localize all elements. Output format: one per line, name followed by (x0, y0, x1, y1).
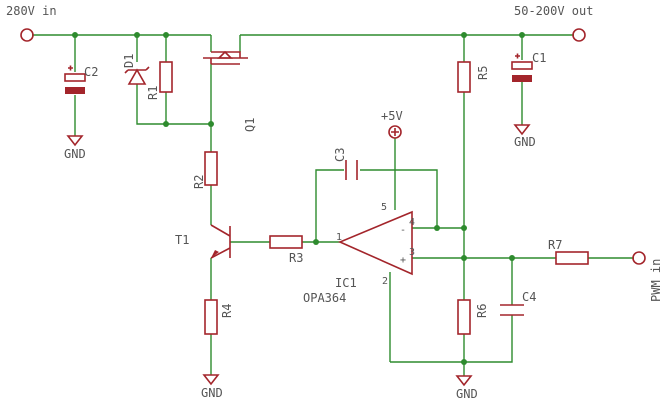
capacitor-c3 (345, 160, 358, 180)
pin-3: 3 (409, 247, 415, 258)
pin-5: 5 (381, 202, 387, 213)
label-output: 50-200V out (514, 4, 593, 18)
gnd-symbols (66, 124, 531, 387)
resistor-r3 (269, 235, 303, 249)
label-input: 280V in (6, 4, 57, 18)
opamp-plus: + (400, 255, 406, 266)
resistor-r4 (204, 299, 218, 335)
gnd-main (455, 375, 473, 387)
label-r3: R3 (289, 251, 303, 265)
label-c2: C2 (84, 65, 98, 79)
resistor-r1 (159, 61, 173, 93)
output-port (572, 28, 586, 42)
vcc-symbol (388, 125, 402, 139)
input-port (20, 28, 34, 42)
pwm-port (632, 251, 646, 265)
label-r6: R6 (475, 304, 489, 318)
capacitor-c4 (500, 304, 524, 316)
label-d1: D1 (122, 54, 136, 68)
label-ic1-value: OPA364 (303, 291, 346, 305)
label-q1: Q1 (243, 118, 257, 132)
label-r5: R5 (476, 66, 490, 80)
pin-1: 1 (336, 232, 342, 243)
label-gnd-c2: GND (64, 147, 86, 161)
label-t1: T1 (175, 233, 189, 247)
label-gnd-c1: GND (514, 135, 536, 149)
opamp-minus: - (400, 225, 406, 236)
label-r2: R2 (192, 175, 206, 189)
resistor-r2 (204, 151, 218, 186)
label-c4: C4 (522, 290, 536, 304)
capacitor-c1 (511, 53, 533, 82)
zener-diode-d1 (124, 66, 150, 85)
resistor-r5 (457, 61, 471, 93)
pin-4: 4 (409, 217, 415, 228)
capacitor-c2 (64, 65, 86, 94)
label-gnd-main: GND (456, 387, 478, 401)
gnd-t1 (202, 374, 220, 386)
label-c3: C3 (333, 148, 347, 162)
labels: 280V in 50-200V out PWM in C2 C1 D1 R1 Q… (6, 4, 663, 401)
label-r1: R1 (146, 86, 160, 100)
pin-2: 2 (382, 276, 388, 287)
label-gnd-t1: GND (201, 386, 223, 400)
gnd-c1 (513, 124, 531, 136)
label-pwm: PWM in (649, 259, 663, 302)
label-r4: R4 (220, 304, 234, 318)
label-ic1: IC1 (335, 276, 357, 290)
label-r7: R7 (548, 238, 562, 252)
label-vcc: +5V (381, 109, 403, 123)
label-c1: C1 (532, 51, 546, 65)
mosfet-q1 (203, 50, 248, 65)
resistor-r6 (457, 299, 471, 335)
wires (32, 34, 634, 376)
gnd-c2 (66, 135, 84, 147)
junctions (72, 32, 525, 365)
opamp-ic1: - + (337, 210, 413, 276)
resistor-r7 (555, 251, 589, 265)
transistor-t1 (210, 224, 231, 259)
